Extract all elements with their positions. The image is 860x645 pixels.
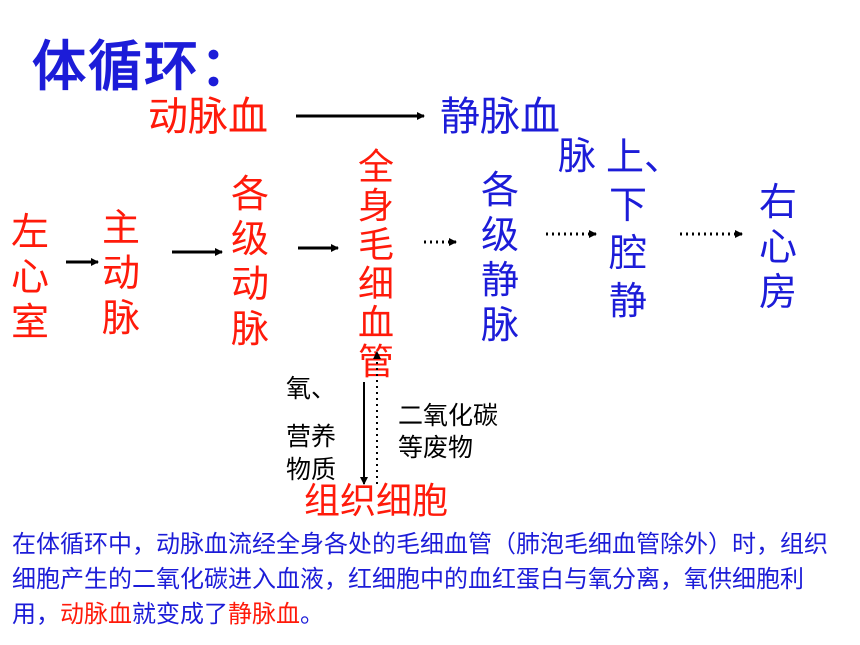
nutrients-label-1: 营养 <box>286 422 337 451</box>
paragraph-highlight-arterial: 动脉血 <box>60 600 132 628</box>
right-atrium-label: 右心房 <box>758 180 797 314</box>
nutrients-label-2: 物质 <box>286 455 337 484</box>
page-title: 体循环： <box>32 35 256 98</box>
systemic-capillaries-label: 全身毛细血管 <box>357 147 394 383</box>
aorta-label: 主动脉 <box>101 206 140 340</box>
vena-cava-last-char: 脉 <box>558 134 597 178</box>
paragraph-text-1: 在体循环中，动脉血流经全身各处的毛细血管（肺泡毛细血管除外）时，组织细胞产生的二… <box>12 530 828 628</box>
left-ventricle-label: 左心室 <box>10 210 49 344</box>
venous-blood-label: 静脉血 <box>440 94 560 140</box>
co2-label-1: 二氧化碳 <box>398 401 499 430</box>
co2-label-2: 等废物 <box>398 433 474 462</box>
tissue-cells-label: 组织细胞 <box>304 481 449 522</box>
paragraph-text-2: 就变成了 <box>132 600 228 628</box>
explanation-paragraph: 在体循环中，动脉血流经全身各处的毛细血管（肺泡毛细血管除外）时，组织细胞产生的二… <box>12 527 848 632</box>
arterial-blood-label: 动脉血 <box>148 94 268 140</box>
oxygen-label: 氧、 <box>286 374 337 403</box>
arteries-label: 各级动脉 <box>230 172 269 351</box>
veins-label: 各级静脉 <box>480 168 519 347</box>
paragraph-highlight-venous: 静脉血 <box>228 600 300 628</box>
paragraph-text-3: 。 <box>300 600 324 628</box>
